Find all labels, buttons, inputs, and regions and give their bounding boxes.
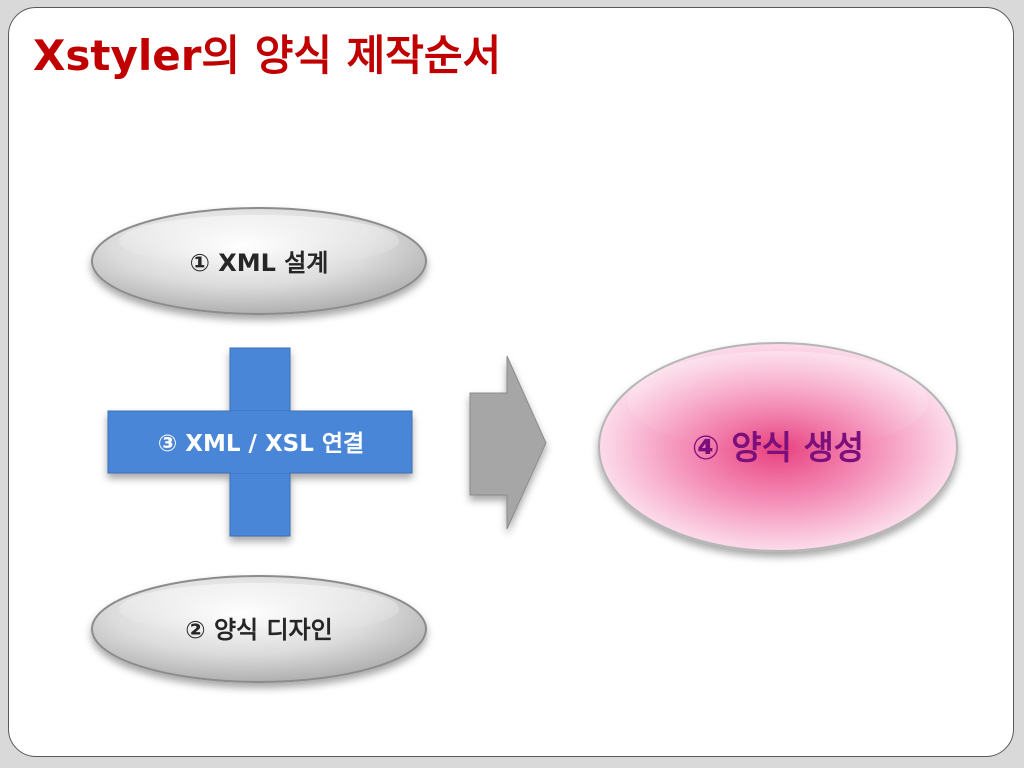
step-generate: ④ 양식 생성 [598,342,958,552]
step-generate-label: ④ 양식 생성 [692,428,864,467]
step-style-design-label: ② 양식 디자인 [185,616,332,644]
step-style-design: ② 양식 디자인 [91,575,427,683]
slide: Xstyler의 양식 제작순서 [8,7,1014,757]
link-cross [107,347,413,537]
step-xml-design-label: ① XML 설계 [190,249,329,277]
process-diagram: ① XML 설계 ③ XML / XSL 연결 ② 양식 디자인 ④ 양식 생성 [91,207,958,683]
step-link-label: ③ XML / XSL 연결 [158,431,364,457]
right-arrow [469,355,547,530]
slide-title: Xstyler의 양식 제작순서 [33,31,502,80]
step-xml-design: ① XML 설계 [91,207,427,315]
